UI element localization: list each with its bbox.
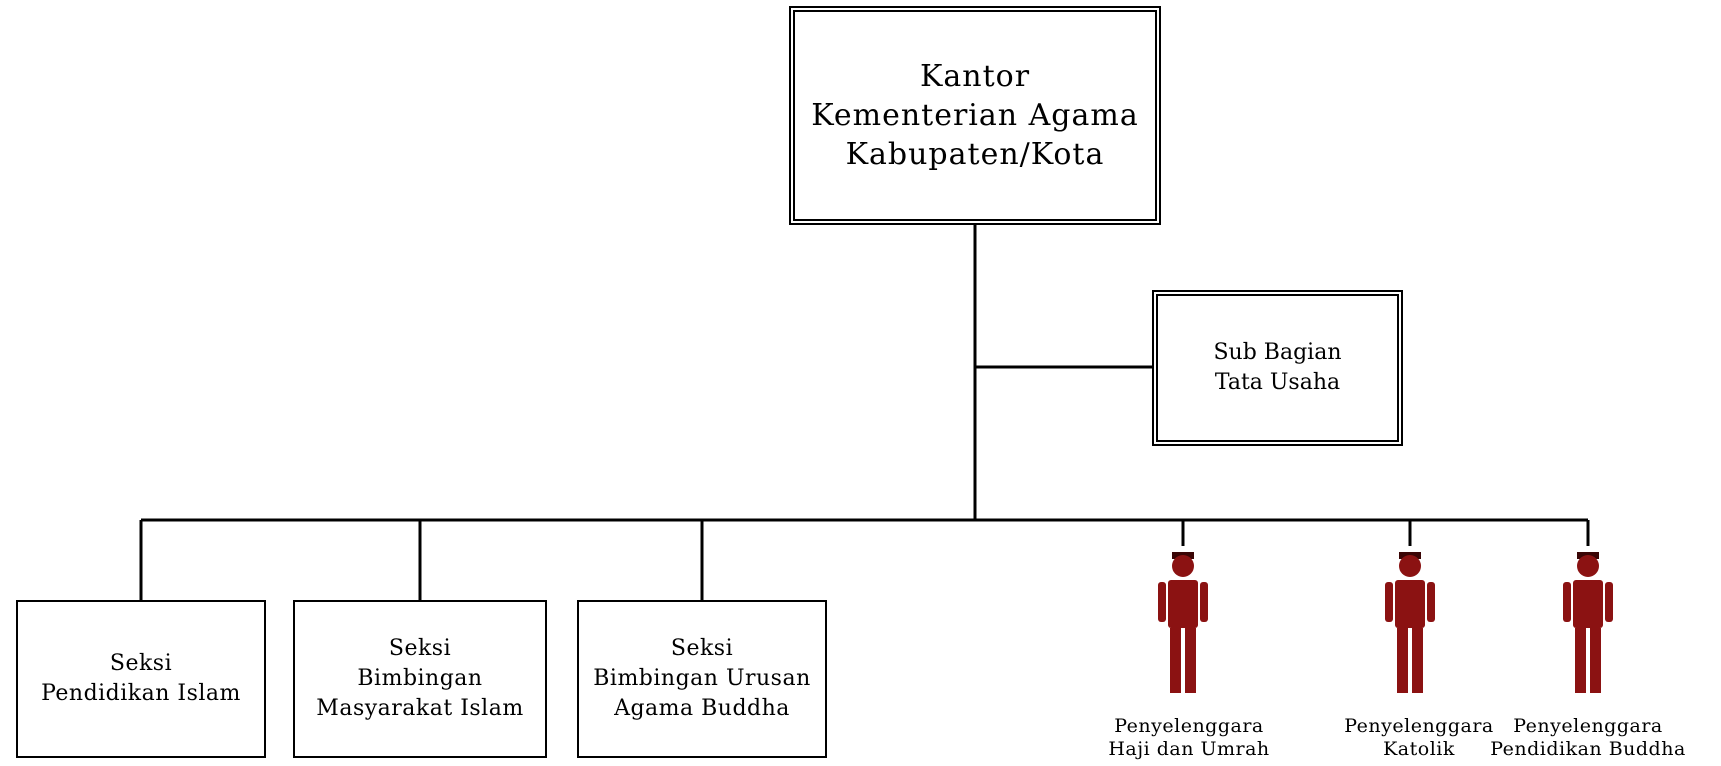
head-title-line-3: Kabupaten/Kota <box>845 137 1105 172</box>
organizer-1-line-2: Haji dan Umrah <box>1108 738 1270 760</box>
section-bimbingan-masyarakat-islam-box: Seksi Bimbingan Masyarakat Islam <box>293 600 547 758</box>
section-2-line-1: Seksi <box>388 636 452 661</box>
section-1-line-1: Seksi <box>109 651 173 676</box>
section-3-line-2: Bimbingan Urusan <box>593 666 811 691</box>
organizer-haji-umrah-caption: Penyelenggara Haji dan Umrah <box>1099 715 1279 761</box>
head-title-line-1: Kantor <box>919 59 1031 94</box>
organizer-3-line-1: Penyelenggara <box>1513 715 1663 737</box>
section-pendidikan-islam-box: Seksi Pendidikan Islam <box>16 600 266 758</box>
section-bimbingan-urusan-agama-buddha-box: Seksi Bimbingan Urusan Agama Buddha <box>577 600 827 758</box>
section-2-line-2: Bimbingan <box>357 666 483 691</box>
organizer-2-line-2: Katolik <box>1383 738 1455 760</box>
section-2-line-3: Masyarakat Islam <box>316 696 524 721</box>
person-icon <box>1385 552 1435 693</box>
head-office-box: Kantor Kementerian Agama Kabupaten/Kota <box>789 6 1161 225</box>
staff-label-line-2: Tata Usaha <box>1214 370 1341 395</box>
person-icon <box>1158 552 1208 693</box>
person-icon <box>1563 552 1613 693</box>
head-title-line-2: Kementerian Agama <box>811 98 1139 133</box>
sub-bagian-tata-usaha-box: Sub Bagian Tata Usaha <box>1152 290 1403 446</box>
organizer-1-line-1: Penyelenggara <box>1114 715 1264 737</box>
section-3-line-1: Seksi <box>670 636 734 661</box>
organizer-3-line-2: Pendidikan Buddha <box>1490 738 1686 760</box>
section-3-line-3: Agama Buddha <box>614 696 790 721</box>
organizer-2-line-1: Penyelenggara <box>1344 715 1494 737</box>
organizer-katolik-caption: Penyelenggara Katolik <box>1332 715 1506 761</box>
organizer-pendidikan-buddha-caption: Penyelenggara Pendidikan Buddha <box>1488 715 1688 761</box>
section-1-line-2: Pendidikan Islam <box>41 681 241 706</box>
staff-label-line-1: Sub Bagian <box>1213 340 1342 365</box>
